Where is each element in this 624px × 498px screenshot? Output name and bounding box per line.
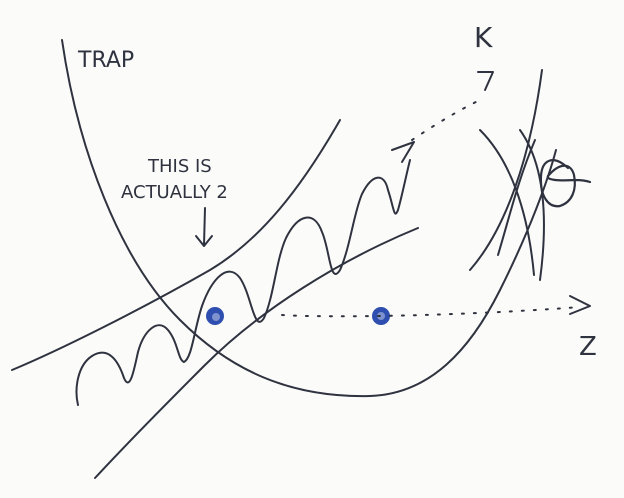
photon-arrowhead — [391, 141, 415, 163]
beam-lower-boundary — [94, 227, 419, 479]
k-label: K — [474, 21, 493, 54]
annotation-arrow — [195, 207, 213, 247]
particle-right-inner — [377, 312, 385, 320]
crossed-line-1 — [479, 129, 535, 276]
dotted-line-to-k — [411, 99, 481, 141]
trap-label: TRAP — [77, 48, 134, 73]
crossed-line-3 — [497, 139, 536, 256]
trap-outer-arc — [61, 39, 557, 398]
crossed-line-2 — [519, 129, 545, 281]
z-label: Z — [579, 332, 597, 362]
dotted-line-to-z — [281, 306, 581, 318]
annotation-line-2: ACTUALLY 2 — [121, 182, 228, 203]
wavy-photon — [75, 159, 411, 406]
beam-upper-boundary — [11, 119, 341, 371]
annotation-line-1: THIS IS — [147, 156, 212, 177]
trap-right-arc — [469, 69, 543, 271]
arrow-to-k — [477, 71, 494, 91]
particle-in-beam-inner — [212, 313, 220, 321]
arrow-to-z — [569, 295, 591, 315]
theta-symbol — [539, 159, 592, 208]
